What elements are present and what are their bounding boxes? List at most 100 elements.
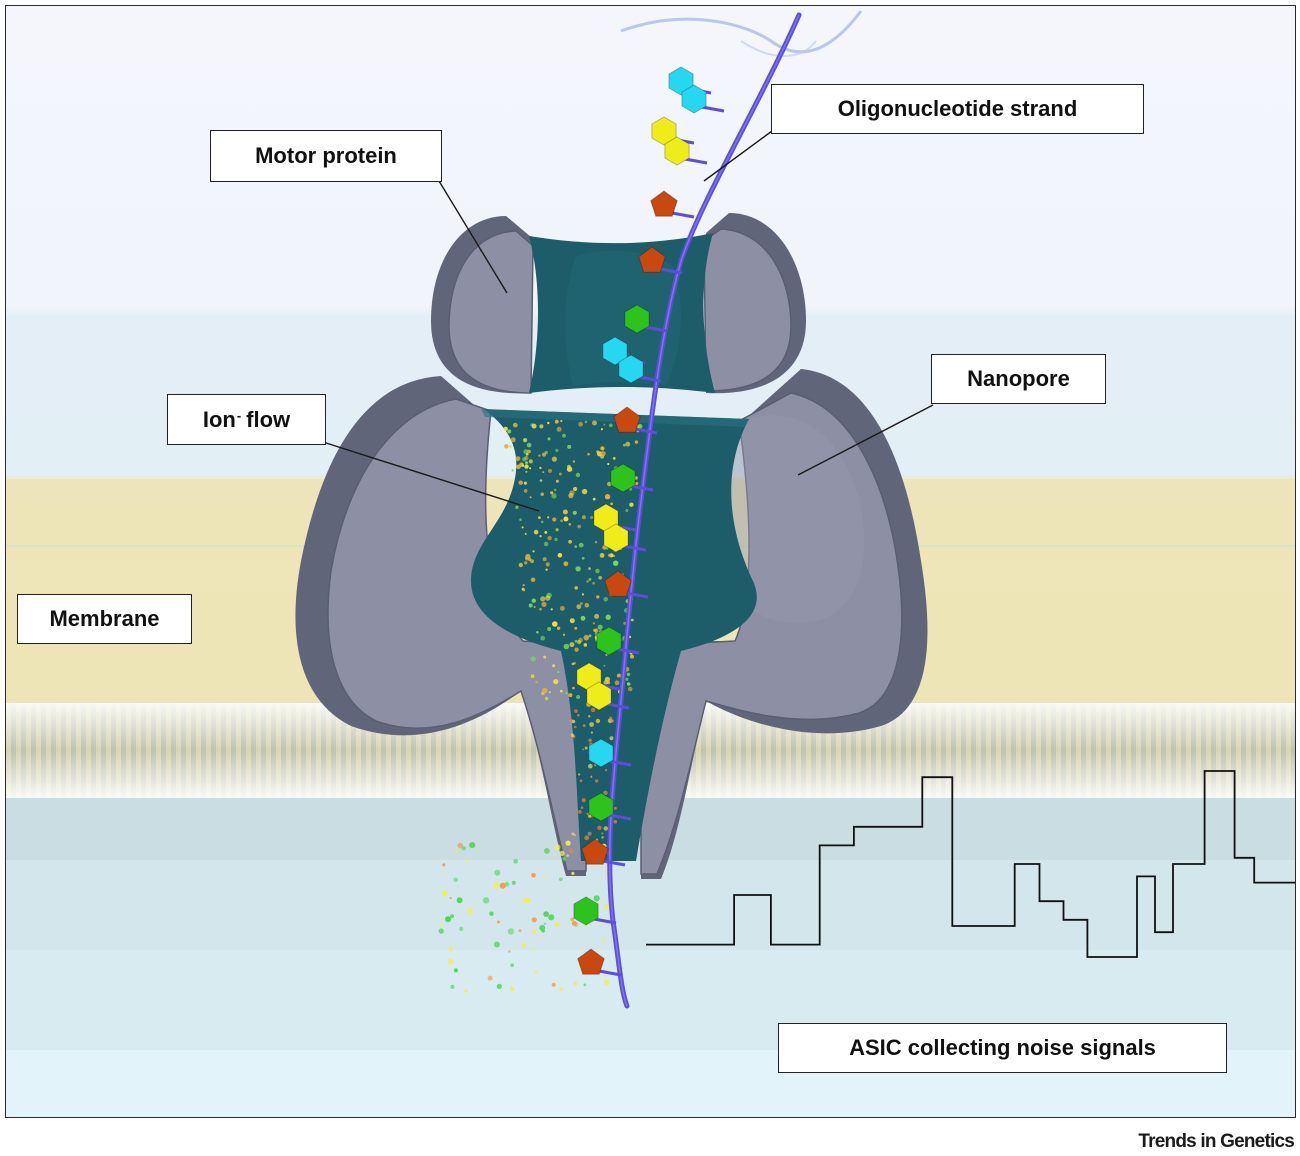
base-cyan bbox=[588, 738, 632, 768]
ion-particle bbox=[625, 441, 631, 447]
ion-particle bbox=[590, 775, 593, 778]
base-yellow bbox=[603, 523, 647, 553]
ion-particle bbox=[593, 764, 597, 767]
ion-particle bbox=[592, 622, 596, 625]
ion-particle bbox=[528, 603, 533, 608]
ion-particle bbox=[626, 672, 631, 677]
ion-particle bbox=[613, 806, 617, 810]
ion-particle bbox=[582, 724, 586, 728]
ion-particle bbox=[570, 917, 574, 922]
ion-particle bbox=[442, 890, 448, 897]
ion-particle bbox=[594, 540, 598, 544]
ion-particle bbox=[603, 903, 611, 910]
ion-particle bbox=[594, 632, 598, 635]
ion-particle bbox=[588, 634, 592, 638]
ion-particle bbox=[590, 516, 594, 519]
ion-particle bbox=[578, 542, 584, 548]
ion-particle bbox=[550, 608, 553, 611]
ion-particle bbox=[612, 554, 616, 558]
ion-particle bbox=[593, 895, 600, 902]
ion-particle bbox=[449, 896, 452, 900]
ion-particle bbox=[607, 481, 612, 487]
ion-particle bbox=[539, 424, 544, 429]
ion-particle bbox=[553, 679, 559, 685]
base-green bbox=[624, 304, 668, 334]
ion-particle bbox=[523, 449, 529, 455]
ion-particle bbox=[631, 618, 634, 622]
ion-particle bbox=[588, 814, 592, 818]
ion-particle bbox=[532, 929, 537, 934]
ion-particle bbox=[559, 605, 565, 611]
ion-particle bbox=[541, 687, 548, 694]
ion-particle bbox=[597, 624, 603, 630]
ion-particle bbox=[588, 738, 592, 743]
ion-particle bbox=[584, 746, 588, 750]
ion-particle bbox=[531, 917, 537, 923]
ion-particle bbox=[551, 493, 557, 499]
ion-particle bbox=[528, 557, 532, 562]
ion-particle bbox=[581, 798, 586, 803]
ion-particle bbox=[599, 553, 605, 558]
ion-particle bbox=[540, 635, 546, 641]
ion-particle bbox=[536, 631, 539, 634]
ion-particle bbox=[522, 898, 526, 903]
ion-particle bbox=[581, 488, 588, 495]
ion-particle bbox=[510, 963, 515, 967]
ion-particle bbox=[442, 863, 446, 867]
base-green bbox=[596, 626, 640, 656]
ion-charge-superscript: - bbox=[236, 408, 242, 423]
oligonucleotide-label: Oligonucleotide strand bbox=[771, 84, 1144, 134]
ion-particle bbox=[574, 709, 578, 713]
ion-particle bbox=[596, 595, 600, 599]
ion-particle bbox=[629, 502, 634, 507]
ion-particle bbox=[598, 575, 603, 580]
ion-particle bbox=[603, 664, 606, 667]
ion-particle bbox=[541, 601, 547, 608]
ion-particle bbox=[625, 677, 629, 681]
nanopore-protein bbox=[295, 369, 928, 879]
ion-particle bbox=[603, 423, 606, 426]
ion-particle bbox=[576, 695, 581, 699]
ion-particle bbox=[554, 537, 558, 542]
ion-particle bbox=[523, 589, 526, 592]
ion-particle bbox=[600, 428, 604, 431]
ion-particle bbox=[440, 923, 443, 927]
ion-particle bbox=[529, 467, 532, 470]
ion-particle bbox=[522, 584, 525, 587]
ion-particle bbox=[456, 897, 463, 904]
ion-particle bbox=[575, 472, 581, 478]
ion-particle bbox=[542, 471, 545, 474]
ion-particle bbox=[532, 948, 535, 951]
ion-particle bbox=[590, 731, 594, 734]
ion-particle bbox=[528, 459, 533, 464]
ion-particle bbox=[530, 656, 536, 662]
ion-particle bbox=[543, 911, 549, 917]
oligo-leader bbox=[703, 130, 773, 182]
ion-particle bbox=[545, 562, 550, 567]
nanopore-leader bbox=[797, 404, 934, 476]
ion-particle bbox=[602, 938, 606, 942]
ion-flow-label: Ion-flow bbox=[167, 394, 326, 445]
membrane-label: Membrane bbox=[17, 594, 192, 644]
ion-particle bbox=[457, 842, 464, 849]
ion-particle bbox=[455, 850, 459, 854]
ion-particle bbox=[526, 442, 532, 448]
ion-particle bbox=[525, 461, 528, 465]
ion-particle bbox=[634, 440, 639, 444]
ion-particle bbox=[533, 606, 536, 608]
ion-particle bbox=[579, 602, 583, 605]
base-orange bbox=[604, 570, 649, 599]
ion-particle bbox=[604, 769, 608, 772]
journal-brand: Trends in Genetics bbox=[1138, 1131, 1294, 1152]
ion-particle bbox=[531, 598, 536, 603]
ion-particle bbox=[579, 779, 583, 783]
leader-lines bbox=[322, 130, 934, 512]
base-yellow bbox=[586, 681, 630, 711]
ion-particle bbox=[571, 871, 575, 876]
ion-particle bbox=[572, 686, 575, 690]
ion-particle bbox=[587, 831, 592, 836]
ion-particle bbox=[534, 970, 538, 974]
asic-label-text: ASIC collecting noise signals bbox=[849, 1035, 1156, 1060]
ion-particle bbox=[594, 628, 599, 633]
ion-particle bbox=[538, 516, 541, 519]
